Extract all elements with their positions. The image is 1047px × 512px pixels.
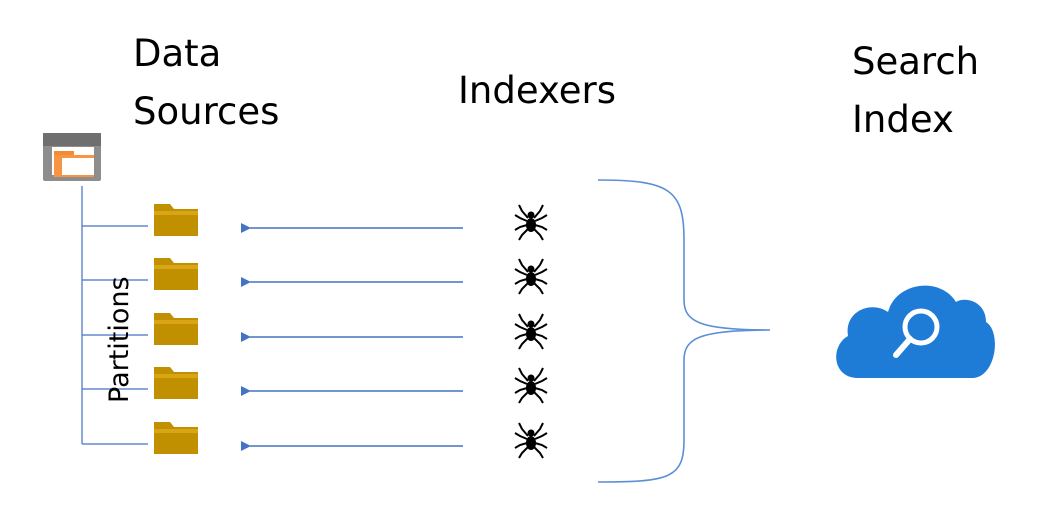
search-index-heading-line-1: Search — [852, 40, 980, 83]
partition-row — [154, 204, 548, 241]
spider-icon — [514, 367, 548, 404]
search-index-heading-line-2: Index — [852, 98, 954, 141]
indexers-heading: Indexers — [458, 69, 616, 112]
partition-rows — [154, 204, 548, 459]
folder-icon — [154, 422, 198, 454]
folder-icon — [154, 204, 198, 236]
data-sources-heading-line-1: Data — [133, 32, 222, 75]
spider-icon — [514, 422, 548, 459]
partition-row — [154, 258, 548, 295]
spider-icon — [514, 313, 548, 350]
cloud-search-icon — [836, 285, 995, 378]
folder-icon — [154, 367, 198, 399]
partition-row — [154, 367, 548, 404]
partition-row — [154, 422, 548, 459]
folder-icon — [154, 258, 198, 290]
storage-window-icon — [43, 133, 101, 181]
partitions-label: Partitions — [104, 276, 135, 403]
spider-icon — [514, 204, 548, 241]
data-sources-heading: Data Sources — [133, 25, 279, 141]
search-index-heading: Search Index — [852, 33, 979, 149]
folder-icon — [154, 313, 198, 345]
curly-brace — [597, 179, 771, 483]
spider-icon — [514, 258, 548, 295]
data-sources-heading-line-2: Sources — [133, 90, 280, 133]
partition-row — [154, 313, 548, 350]
partition-tree-lines — [81, 186, 148, 445]
